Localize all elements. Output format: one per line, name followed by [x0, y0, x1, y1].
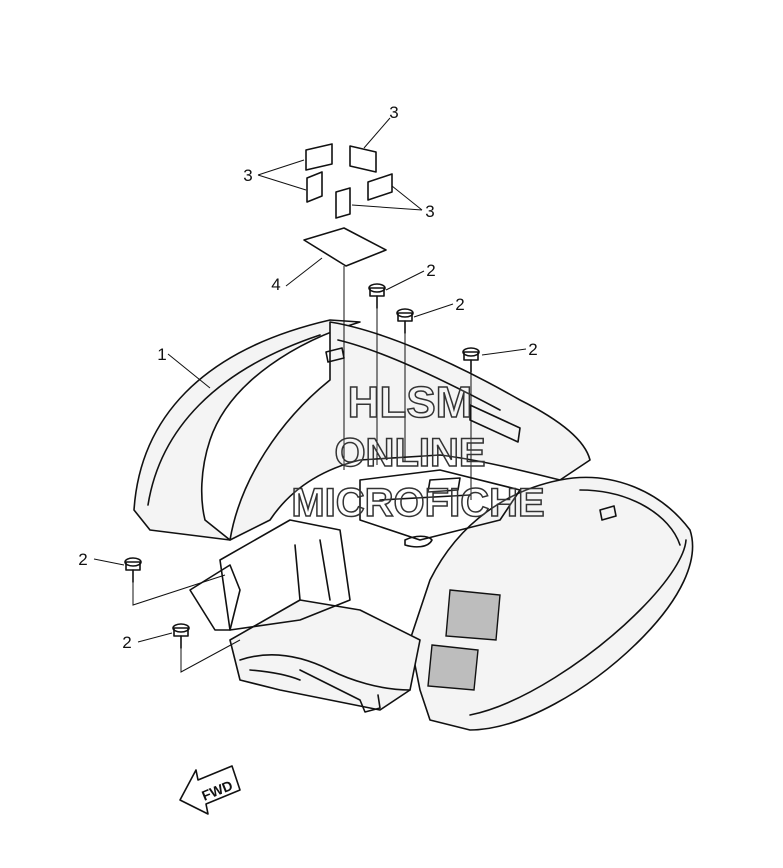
callout-part-1: 1 [157, 345, 166, 364]
bolts [124, 283, 480, 649]
callout-part-4: 4 [271, 275, 280, 294]
mount-bracket [189, 564, 241, 631]
bolt-3 [462, 347, 480, 373]
callout-part-3-c: 3 [425, 202, 434, 221]
bolt-5 [172, 623, 190, 649]
right-fender-arch [409, 476, 694, 731]
callout-part-2-e: 2 [122, 633, 131, 652]
watermark-line-3: MICROFICHE [291, 481, 544, 525]
decal-piece-1 [305, 143, 333, 171]
leader-lines [93, 117, 527, 643]
decal-piece-2 [349, 145, 377, 173]
callout-part-2-b: 2 [455, 295, 464, 314]
watermark-line-1: HLSM [348, 378, 473, 427]
decal-parts [305, 143, 393, 219]
callout-part-3-a: 3 [389, 103, 398, 122]
center-deck [229, 321, 591, 541]
fwd-arrow-icon [179, 765, 241, 815]
callout-part-2-c: 2 [528, 340, 537, 359]
left-fender-arch [133, 319, 361, 541]
fwd-direction-arrow: FWD [179, 765, 241, 815]
assembly-lines [132, 266, 472, 673]
callouts: 1 2 2 2 2 2 3 3 3 4 [78, 103, 537, 652]
rear-lower-box [229, 599, 421, 711]
decal-piece-4 [367, 173, 393, 201]
callout-part-2-a: 2 [426, 261, 435, 280]
decal-piece-5 [335, 187, 351, 219]
rear-fender-body [133, 319, 694, 731]
watermark-line-2: ONLINE [334, 431, 485, 475]
decal-piece-3 [306, 171, 323, 203]
bolt-2 [396, 308, 414, 334]
callout-part-3-b: 3 [243, 166, 252, 185]
name-plate-part [303, 227, 387, 267]
bolt-4 [124, 557, 142, 583]
side-panel-upper [445, 589, 501, 641]
watermark: HLSM ONLINE MICROFICHE [291, 377, 546, 526]
callout-part-2-d: 2 [78, 550, 87, 569]
side-panel-lower [427, 644, 479, 691]
bolt-1 [368, 283, 386, 309]
